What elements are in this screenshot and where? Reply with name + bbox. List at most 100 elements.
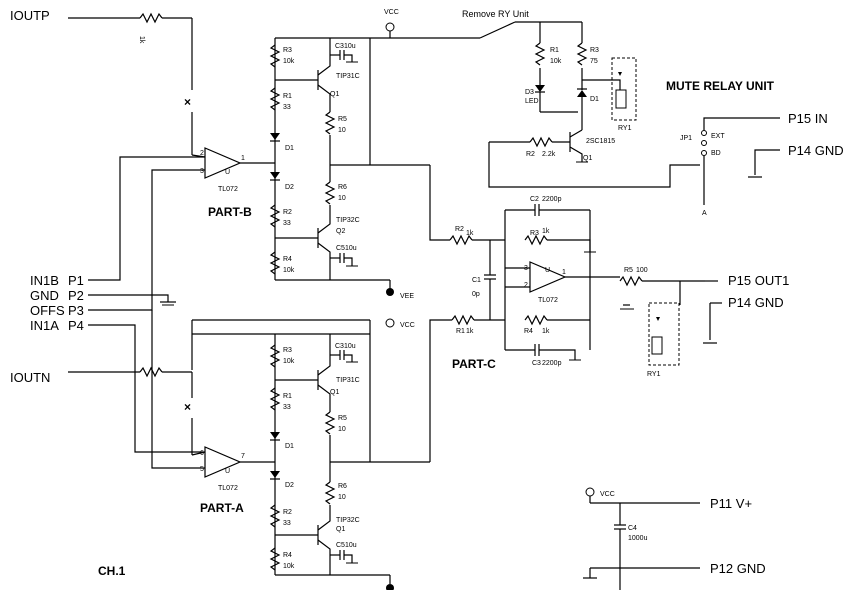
part-a-c5-val: 10u xyxy=(345,542,357,549)
jp1-ext-label: EXT xyxy=(711,133,725,140)
mute-d1-name: D1 xyxy=(590,96,599,103)
part-a-vee-symbol xyxy=(386,584,394,590)
mute-r3-name: R3 xyxy=(590,47,599,54)
part-c-r1 xyxy=(451,314,475,326)
mute-title: MUTE RELAY UNIT xyxy=(666,79,775,93)
part-a-r1 xyxy=(269,387,281,411)
mute-r2-name: R2 xyxy=(526,151,535,158)
part-b-c5-val: 10u xyxy=(345,245,357,252)
part-c-r5-name: R5 xyxy=(624,267,633,274)
part-a-r1-name: R1 xyxy=(283,393,292,400)
p2-label: P2 xyxy=(68,288,84,303)
part-a-pin7: 7 xyxy=(241,453,245,460)
part-b-r2-name: R2 xyxy=(283,209,292,216)
part-a-r3-name: R3 xyxy=(283,347,292,354)
part-c-pin1: 1 xyxy=(562,269,566,276)
part-b-r1-val: 33 xyxy=(283,104,291,111)
part-c-opamp-label: TL072 xyxy=(538,297,558,304)
ch1-label: CH.1 xyxy=(98,564,126,578)
part-b-q2-type: TIP32C xyxy=(336,217,360,224)
part-c-c3-val: 2200p xyxy=(542,360,562,367)
part-c-c2-val: 2200p xyxy=(542,196,562,203)
p15-out1-label: P15 OUT1 xyxy=(728,273,789,288)
part-a-d1 xyxy=(270,432,280,439)
part-b-r2-val: 33 xyxy=(283,220,291,227)
jp1-bd-label: BD xyxy=(711,150,721,157)
part-b-q2-name: Q2 xyxy=(336,228,345,235)
supply-c4-name: C4 xyxy=(628,525,637,532)
part-b-r3 xyxy=(269,44,281,68)
ioutn-label: IOUTN xyxy=(10,370,50,385)
part-a-r5-val: 10 xyxy=(338,426,346,433)
part-c-r3-val: 1k xyxy=(542,228,550,235)
mute-d3-name: D3 xyxy=(525,89,534,96)
part-b-vcc-label: VCC xyxy=(384,9,399,16)
part-a-r4-val: 10k xyxy=(283,563,295,570)
part-b-opamp-label: TL072 xyxy=(218,186,238,193)
part-a-title: PART-A xyxy=(200,501,244,515)
in1a-label: IN1A xyxy=(30,318,59,333)
ioutn-resistor xyxy=(139,366,163,378)
part-a-q2-name: Q1 xyxy=(336,526,345,533)
mute-r2 xyxy=(529,136,553,148)
part-b-u: U xyxy=(225,169,230,176)
p15-in-label: P15 IN xyxy=(788,111,828,126)
part-c-r1-name: R1 xyxy=(456,328,465,335)
part-a-d2 xyxy=(270,471,280,478)
part-a-r6-val: 10 xyxy=(338,494,346,501)
part-b-r6-name: R6 xyxy=(338,184,347,191)
mute-r1 xyxy=(534,42,546,66)
part-c-u: U xyxy=(545,267,550,274)
part-b-title: PART-B xyxy=(208,205,252,219)
ioutp-label: IOUTP xyxy=(10,8,50,23)
p14-gnd-mid-label: P14 GND xyxy=(728,295,784,310)
part-b-vee-symbol xyxy=(386,288,394,296)
part-a-q1-name: Q1 xyxy=(330,389,339,396)
part-a-r2-val: 33 xyxy=(283,520,291,527)
part-b-r4 xyxy=(269,251,281,275)
part-a-r6-name: R6 xyxy=(338,483,347,490)
part-c-r2 xyxy=(449,234,473,246)
p4-label: P4 xyxy=(68,318,84,333)
part-c-r3-name: R3 xyxy=(530,230,539,237)
part-a-r6 xyxy=(324,481,336,505)
mute-led xyxy=(535,85,545,92)
part-a-q1-type: TIP31C xyxy=(336,377,360,384)
part-a-pin6: 6 xyxy=(200,450,204,457)
supply-c4-val: 1000u xyxy=(628,535,648,542)
part-b-pin1: 1 xyxy=(241,155,245,162)
part-c-opamp xyxy=(529,261,567,293)
part-b-d2 xyxy=(270,172,280,179)
part-b-c3-val: 10u xyxy=(344,43,356,50)
part-b-d1 xyxy=(270,133,280,140)
offs-label: OFFS xyxy=(30,303,65,318)
part-b-r5 xyxy=(324,111,336,135)
part-c-r5 xyxy=(619,275,643,287)
part-a-r1-val: 33 xyxy=(283,404,291,411)
part-a-vcc-symbol xyxy=(385,318,395,328)
part-c-r2-name: R2 xyxy=(455,226,464,233)
part-c-r4-name: R4 xyxy=(524,328,533,335)
part-a-q2-type: TIP32C xyxy=(336,517,360,524)
mute-r1-name: R1 xyxy=(550,47,559,54)
part-b-c5-name: C5 xyxy=(336,245,345,252)
part-b-vcc-symbol xyxy=(385,22,395,32)
part-a-d2-name: D2 xyxy=(285,482,294,489)
part-b-c3-name: C3 xyxy=(335,43,344,50)
part-a-c3-val: 10u xyxy=(344,343,356,350)
part-b-r1 xyxy=(269,87,281,111)
part-b-r6 xyxy=(324,181,336,205)
part-a-c5-name: C5 xyxy=(336,542,345,549)
nc-mark-bottom: × xyxy=(184,400,191,414)
mute-relay-box xyxy=(611,57,637,121)
mute-q1-type: 2SC1815 xyxy=(586,138,615,145)
part-c-c1-val: 0p xyxy=(472,291,480,298)
mute-r3-val: 75 xyxy=(590,58,598,65)
part-a-r5 xyxy=(324,411,336,435)
part-b-r4-val: 10k xyxy=(283,267,295,274)
jp1-a-label: A xyxy=(702,210,707,217)
part-b-opamp xyxy=(204,147,242,179)
ioutp-r-value: 1k xyxy=(138,36,145,44)
